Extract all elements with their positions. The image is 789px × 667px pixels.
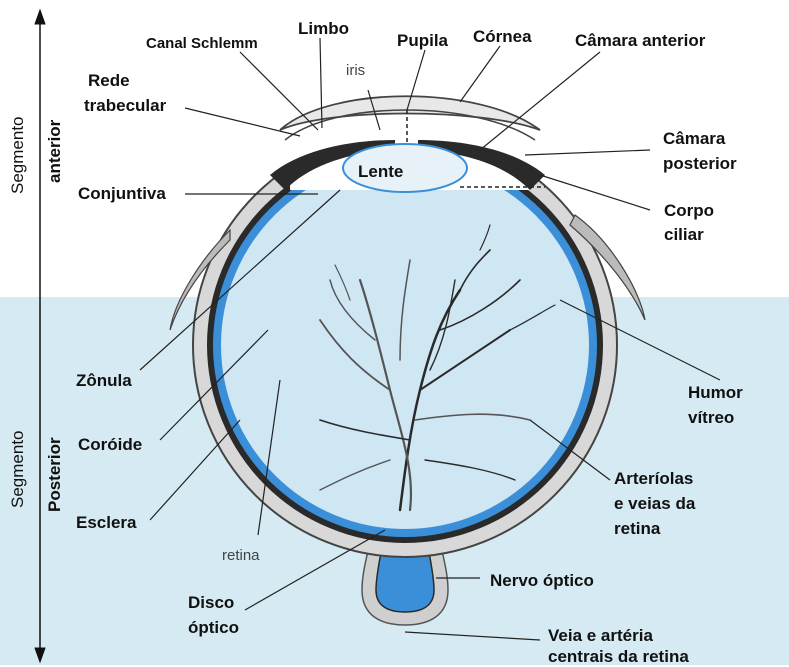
label-iris: iris xyxy=(346,60,365,81)
label-lente: Lente xyxy=(358,161,403,182)
label-veia-2: centrais da retina xyxy=(548,646,689,667)
side-label-posterior: Posterior xyxy=(45,437,65,512)
label-humor-2: vítreo xyxy=(688,407,734,428)
label-conjuntiva: Conjuntiva xyxy=(78,183,166,204)
label-rede-1: Rede xyxy=(88,70,130,91)
label-disco-2: óptico xyxy=(188,617,239,638)
label-rede-2: trabecular xyxy=(84,95,166,116)
label-canal-schlemm: Canal Schlemm xyxy=(146,33,258,54)
label-arteriolas-3: retina xyxy=(614,518,660,539)
label-disco-1: Disco xyxy=(188,592,234,613)
label-nervo-optico: Nervo óptico xyxy=(490,570,594,591)
label-camara-posterior-1: Câmara xyxy=(663,128,725,149)
label-veia-1: Veia e artéria xyxy=(548,625,653,646)
label-esclera: Esclera xyxy=(76,512,137,533)
side-label-segmento-bottom: Segmento xyxy=(8,431,28,509)
label-camara-anterior: Câmara anterior xyxy=(575,30,705,51)
side-label-anterior: anterior xyxy=(45,120,65,183)
label-humor-1: Humor xyxy=(688,382,743,403)
label-arteriolas-2: e veias da xyxy=(614,493,695,514)
label-coroide: Coróide xyxy=(78,434,142,455)
label-arteriolas-1: Arteríolas xyxy=(614,468,693,489)
label-camara-posterior-2: posterior xyxy=(663,153,737,174)
label-limbo: Limbo xyxy=(298,18,349,39)
label-zonula: Zônula xyxy=(76,370,132,391)
label-corpo-ciliar-1: Corpo xyxy=(664,200,714,221)
label-retina: retina xyxy=(222,545,260,566)
label-corpo-ciliar-2: ciliar xyxy=(664,224,704,245)
side-label-segmento-top: Segmento xyxy=(8,117,28,195)
label-pupila: Pupila xyxy=(397,30,448,51)
label-cornea: Córnea xyxy=(473,26,532,47)
